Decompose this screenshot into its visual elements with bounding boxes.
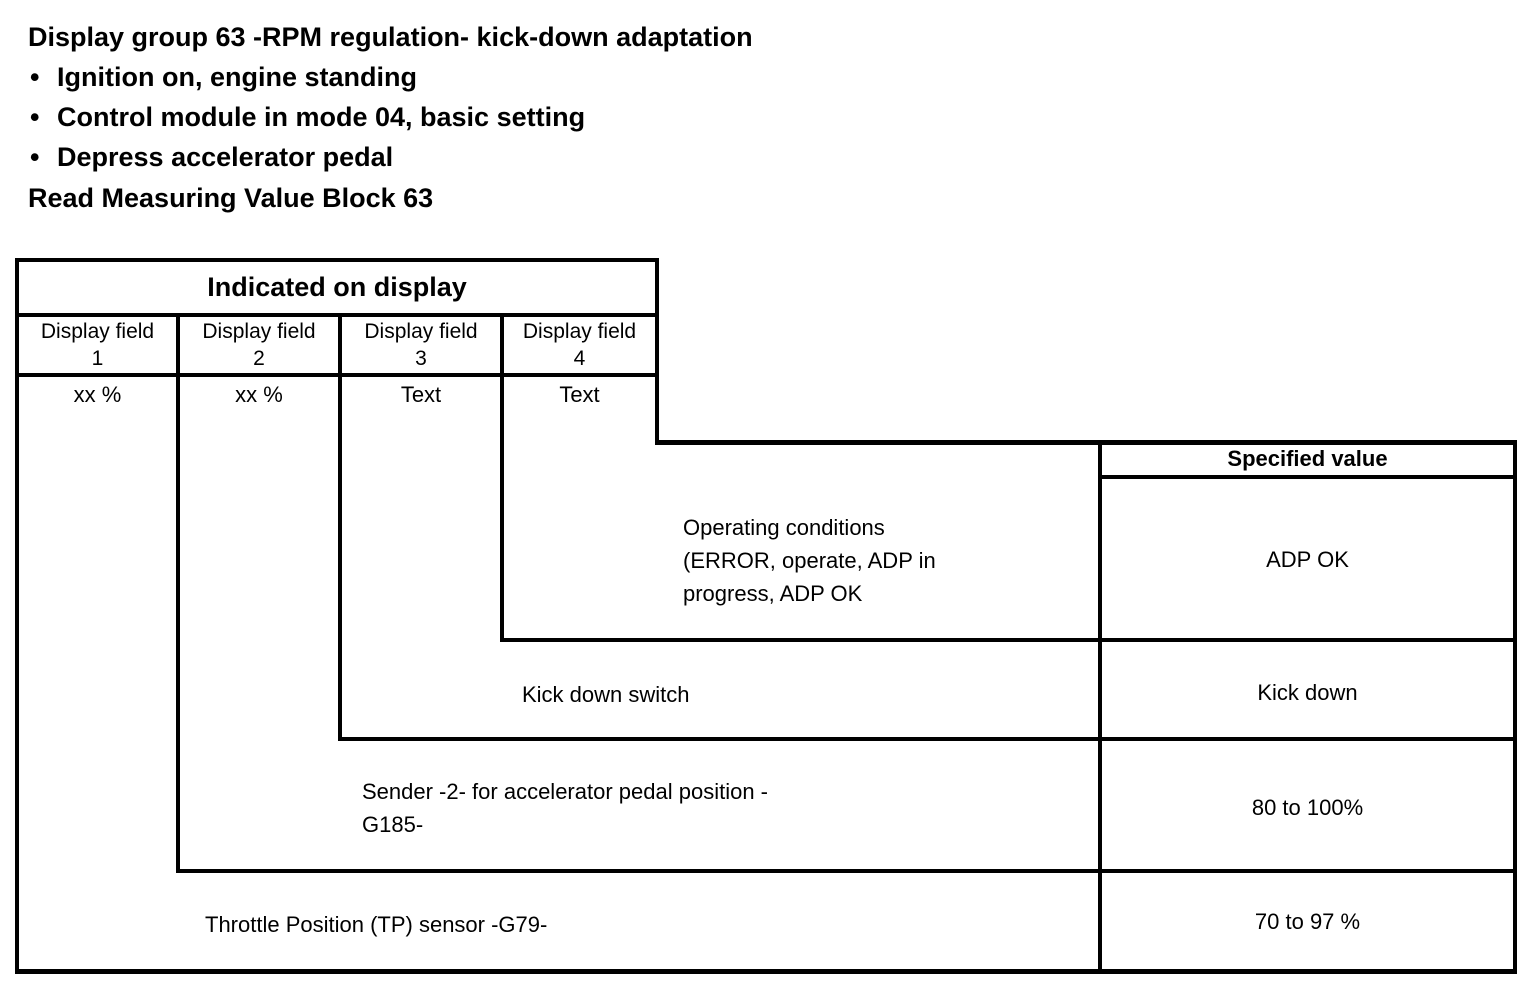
- display-field-label: Display field: [364, 320, 478, 343]
- table-line-value-col: [1098, 440, 1102, 974]
- display-field-label: Display field: [522, 320, 637, 343]
- row-description: Operating conditions (ERROR, operate, AD…: [683, 515, 936, 606]
- display-field-header-4: Display field 4: [504, 318, 655, 372]
- read-measuring-line: Read Measuring Value Block 63: [28, 183, 434, 213]
- table-line-header-right: [655, 258, 659, 445]
- bullet-text: Ignition on, engine standing: [57, 62, 417, 92]
- display-field-value-3: Text: [400, 382, 442, 407]
- instruction-bullet: • Control module in mode 04, basic settin…: [30, 102, 585, 133]
- display-field-number: 2: [253, 347, 265, 370]
- table-line-row1-top: [655, 440, 1517, 445]
- table-line-row1-bottom: [500, 638, 1517, 642]
- row-specified-value: ADP OK: [1266, 547, 1349, 572]
- display-field-header-2: Display field 2: [180, 318, 338, 372]
- display-field-number: 4: [573, 347, 586, 370]
- instruction-bullet: • Ignition on, engine standing: [30, 62, 417, 93]
- table-line-specheader-bottom: [1098, 475, 1517, 479]
- bullet-icon: •: [30, 62, 40, 92]
- display-field-header-1: Display field 1: [19, 318, 176, 372]
- row-specified-value: Kick down: [1257, 680, 1358, 705]
- row-description: Sender -2- for accelerator pedal positio…: [362, 779, 768, 837]
- bullet-text: Control module in mode 04, basic setting: [57, 102, 586, 132]
- table-line-right: [1513, 440, 1517, 974]
- display-field-value-4: Text: [559, 382, 600, 407]
- table-line-col4: [500, 313, 504, 642]
- bullet-icon: •: [30, 102, 40, 132]
- specified-value-header: Specified value: [1227, 446, 1388, 471]
- display-field-value-1: xx %: [73, 382, 122, 407]
- display-field-value-2: xx %: [235, 382, 283, 407]
- table-line-col2: [176, 313, 180, 873]
- instructions-title: Display group 63 -RPM regulation- kick-d…: [28, 22, 753, 52]
- display-field-label: Display field: [40, 320, 155, 343]
- table-line-row2-bottom: [338, 737, 1517, 741]
- display-field-label: Display field: [202, 320, 316, 343]
- table-line-header-top: [15, 258, 659, 262]
- display-field-number: 1: [91, 347, 104, 370]
- bullet-icon: •: [30, 142, 40, 172]
- indicated-on-display-header: Indicated on display: [207, 272, 467, 302]
- table-line-fields-bottom: [15, 373, 659, 377]
- table-line-col3: [338, 313, 342, 741]
- row-specified-value: 70 to 97 %: [1254, 909, 1361, 934]
- row-specified-value: 80 to 100%: [1251, 795, 1364, 820]
- table-line-left: [15, 258, 19, 974]
- display-field-header-3: Display field 3: [342, 318, 500, 372]
- row-description: Throttle Position (TP) sensor -G79-: [205, 912, 548, 937]
- bullet-text: Depress accelerator pedal: [57, 142, 394, 172]
- table-line-bottom: [15, 969, 1517, 974]
- display-field-number: 3: [415, 347, 427, 370]
- instruction-bullet: • Depress accelerator pedal: [30, 142, 393, 173]
- table-line-row3-bottom: [176, 869, 1517, 873]
- table-line-header-mid: [15, 313, 659, 317]
- row-description: Kick down switch: [522, 682, 690, 707]
